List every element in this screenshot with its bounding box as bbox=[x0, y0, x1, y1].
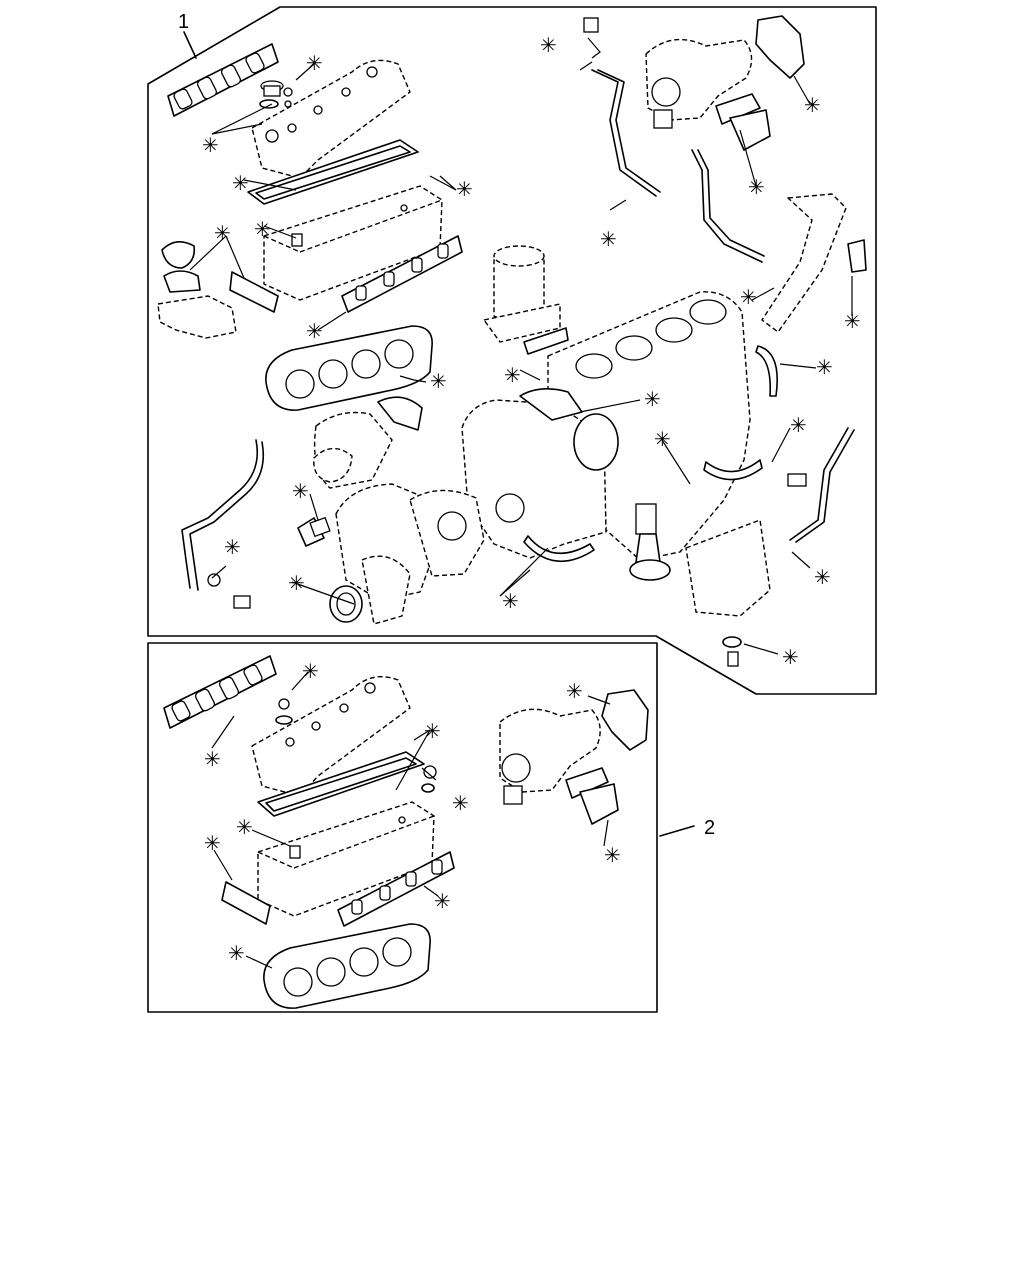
cylinder-head bbox=[263, 185, 443, 301]
bolt-right bbox=[787, 473, 807, 487]
rocker-cover-2 bbox=[251, 676, 411, 797]
callout-leader-1 bbox=[183, 31, 197, 59]
rear-oil-seal bbox=[755, 345, 778, 397]
asterisk-marker-icon: ✳ bbox=[434, 889, 451, 913]
markers-set-2: ✳ ✳ ✳ ✳ ✳ ✳ ✳ ✳ ✳ ✳ bbox=[204, 659, 621, 965]
asterisk-marker-icon: ✳ bbox=[292, 479, 309, 503]
asterisk-marker-icon: ✳ bbox=[288, 571, 305, 595]
panel-set-2: 2 bbox=[147, 642, 715, 1013]
asterisk-marker-icon: ✳ bbox=[306, 319, 323, 343]
cylinder-head-2 bbox=[257, 765, 437, 917]
connecting-rod bbox=[629, 503, 671, 581]
asterisk-marker-icon: ✳ bbox=[504, 363, 521, 387]
water-pipe bbox=[761, 193, 847, 333]
asterisk-marker-icon: ✳ bbox=[566, 679, 583, 703]
callout-number-1: 1 bbox=[178, 11, 189, 33]
water-pipe-gasket bbox=[847, 239, 867, 273]
exhaust-manifold-gasket-2 bbox=[163, 655, 277, 729]
panel-2-border bbox=[147, 642, 658, 1013]
rocker-cover-gasket-2 bbox=[257, 751, 425, 817]
asterisk-marker-icon: ✳ bbox=[204, 747, 221, 771]
asterisk-marker-icon: ✳ bbox=[844, 309, 861, 333]
asterisk-marker-icon: ✳ bbox=[604, 843, 621, 867]
asterisk-marker-icon: ✳ bbox=[232, 171, 249, 195]
asterisk-marker-icon: ✳ bbox=[452, 791, 469, 815]
asterisk-marker-icon: ✳ bbox=[740, 285, 757, 309]
thermostat-housing bbox=[157, 241, 279, 339]
asterisk-marker-icon: ✳ bbox=[814, 565, 831, 589]
asterisk-marker-icon: ✳ bbox=[600, 227, 617, 251]
front-gaskets bbox=[313, 396, 423, 489]
panel-set-1: 1 bbox=[147, 6, 877, 695]
asterisk-marker-icon: ✳ bbox=[236, 815, 253, 839]
asterisk-marker-icon: ✳ bbox=[254, 217, 271, 241]
timing-cover bbox=[297, 483, 485, 625]
asterisk-marker-icon: ✳ bbox=[790, 413, 807, 437]
dipstick-guide bbox=[789, 427, 849, 541]
asterisk-marker-icon: ✳ bbox=[782, 645, 799, 669]
cylinder-block bbox=[547, 291, 771, 617]
asterisk-marker-icon: ✳ bbox=[214, 221, 231, 245]
asterisk-marker-icon: ✳ bbox=[306, 51, 323, 75]
thermostat-gasket-2 bbox=[221, 881, 271, 925]
exhaust-manifold-gasket bbox=[167, 43, 279, 117]
leader-lines-set-2 bbox=[211, 671, 611, 969]
turbocharger bbox=[583, 15, 805, 197]
asterisk-marker-icon: ✳ bbox=[424, 719, 441, 743]
oil-filler-cap bbox=[259, 80, 293, 109]
leader-lines-set-1 bbox=[189, 37, 853, 655]
asterisk-marker-icon: ✳ bbox=[654, 427, 671, 451]
asterisk-marker-icon: ✳ bbox=[502, 589, 519, 613]
asterisk-marker-icon: ✳ bbox=[456, 177, 473, 201]
callout-leader-2 bbox=[659, 825, 695, 837]
markers-set-1: ✳ ✳ ✳ ✳ ✳ ✳ ✳ ✳ ✳ ✳ ✳ ✳ ✳ ✳ ✳ ✳ ✳ ✳ ✳ ✳ … bbox=[202, 33, 861, 669]
asterisk-marker-icon: ✳ bbox=[228, 941, 245, 965]
intake-manifold-gasket bbox=[341, 235, 463, 313]
rocker-cover bbox=[251, 59, 411, 179]
asterisk-marker-icon: ✳ bbox=[816, 355, 833, 379]
asterisk-marker-icon: ✳ bbox=[224, 535, 241, 559]
front-plate bbox=[461, 388, 619, 559]
intake-manifold-gasket-2 bbox=[337, 851, 455, 927]
asterisk-marker-icon: ✳ bbox=[204, 831, 221, 855]
asterisk-marker-icon: ✳ bbox=[804, 93, 821, 117]
oil-pipes bbox=[181, 439, 265, 609]
turbocharger-2 bbox=[499, 689, 649, 825]
asterisk-marker-icon: ✳ bbox=[644, 387, 661, 411]
asterisk-marker-icon: ✳ bbox=[748, 175, 765, 199]
rocker-cover-gasket bbox=[247, 139, 419, 205]
asterisk-marker-icon: ✳ bbox=[202, 133, 219, 157]
turbo-oil-return-pipe bbox=[691, 149, 763, 263]
cylinder-head-gasket-2 bbox=[263, 923, 431, 1009]
callout-number-2: 2 bbox=[704, 817, 715, 839]
cylinder-head-gasket bbox=[265, 325, 433, 411]
asterisk-marker-icon: ✳ bbox=[540, 33, 557, 57]
panel-1-border bbox=[147, 6, 877, 695]
oil-filter bbox=[483, 245, 569, 355]
crank-bearing-upper bbox=[703, 459, 763, 481]
asterisk-marker-icon: ✳ bbox=[430, 369, 447, 393]
drain-plug bbox=[722, 636, 742, 667]
asterisk-marker-icon: ✳ bbox=[302, 659, 319, 683]
